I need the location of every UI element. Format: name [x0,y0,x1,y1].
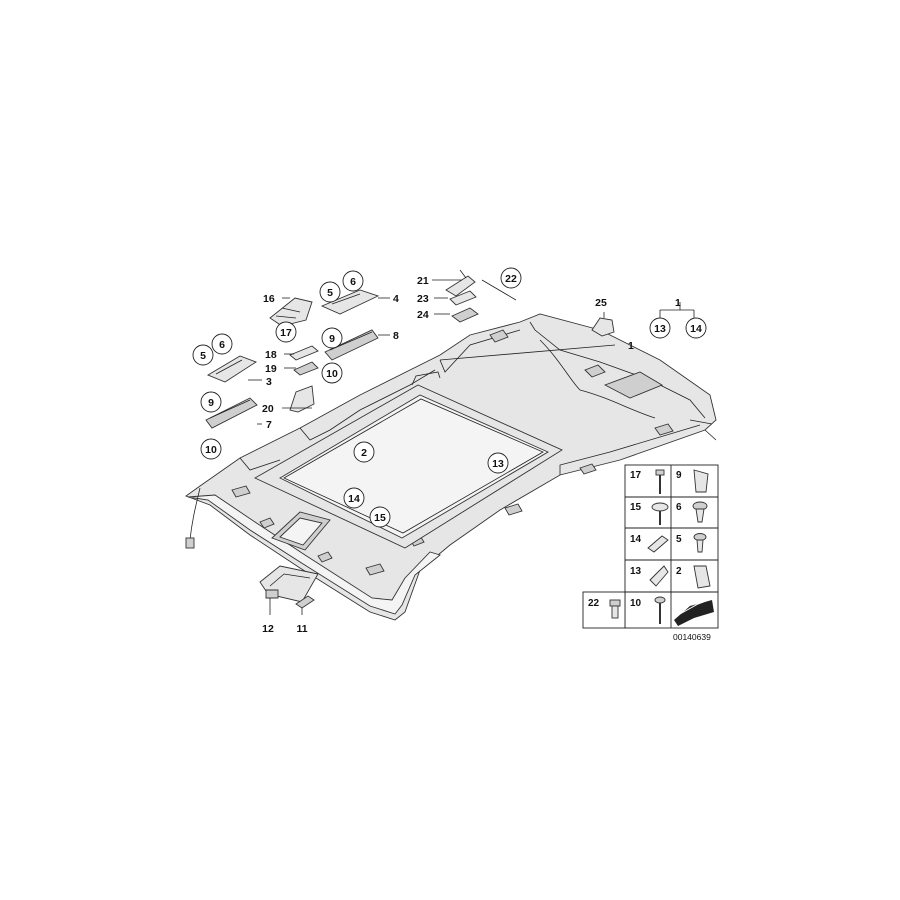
callout-3: 3 [266,376,272,388]
clip-part-25 [591,317,615,337]
callout-circle-10-b [200,438,222,460]
callout-17: 17 [280,327,292,339]
callout-14-sub: 14 [690,323,702,335]
callout-12: 12 [262,623,274,635]
push-rivet-icon [693,533,707,553]
callout-22: 22 [505,273,517,285]
callout-9-b: 9 [208,397,214,409]
cover-part-20 [289,385,315,413]
visor-bracket-part-16 [269,297,313,327]
callout-circle-15 [369,506,391,528]
callout-circle-13 [487,452,509,474]
callout-7: 7 [266,419,272,431]
legend-num-22: 22 [588,598,600,609]
callout-circle-14-top [685,317,707,339]
bracket-part-3 [206,355,257,383]
clip-icon [693,469,709,493]
nut-clip-icon [693,565,711,589]
callout-circle-13-top [649,317,671,339]
clip-strip-icon [647,535,669,553]
legend-num-17: 17 [630,470,642,481]
clip-part-11 [295,595,315,609]
legend-num-13: 13 [630,566,642,577]
callout-19: 19 [265,363,277,375]
callout-circle-6-b [211,333,233,355]
console-part-12 [259,565,319,603]
fastener-legend: 17 9 15 6 14 5 13 [582,464,719,642]
callout-5-b: 5 [200,350,206,362]
callout-circle-10-a [321,362,343,384]
legend-num-9: 9 [676,470,682,481]
callout-6-b: 6 [219,339,225,351]
clip-part-24 [451,307,479,323]
callout-23: 23 [417,293,429,305]
callout-circle-5-a [319,281,341,303]
callout-14: 14 [348,493,360,505]
callout-2: 2 [361,447,367,459]
grab-handle-part-7 [205,397,258,429]
callout-15: 15 [374,512,386,524]
callout-circle-6-a [342,270,364,292]
clip-part-21 [445,269,476,297]
callout-4: 4 [393,293,399,305]
callout-8: 8 [393,330,399,342]
grommet-icon [609,599,621,619]
self-tapping-screw-icon [654,596,666,624]
felt-pad-arrow-icon [674,597,715,626]
callout-1-top: 1 [675,297,681,309]
screw-icon [655,469,665,494]
legend-num-15: 15 [630,502,642,513]
legend-num-6: 6 [676,502,682,513]
callout-circle-9-a [321,327,343,349]
callout-circle-14 [343,487,365,509]
callout-circle-9-b [200,391,222,413]
callout-circle-22 [500,267,522,289]
legend-num-2: 2 [676,566,682,577]
doc-number: 00140639 [673,632,711,642]
callout-1-main: 1 [628,340,634,352]
callout-25: 25 [595,297,607,309]
callout-18: 18 [265,349,277,361]
callout-21: 21 [417,275,429,287]
spring-clip-icon [649,565,669,587]
headliner [185,313,717,621]
leader-lines [248,279,695,615]
callout-13: 13 [492,458,504,470]
bracket-part-4 [320,289,380,315]
callout-circle-17 [275,321,297,343]
callout-11: 11 [296,623,307,635]
washer-screw-icon [651,502,669,525]
callout-6-a: 6 [350,276,356,288]
callout-circle-5-b [192,344,214,366]
callout-10-b: 10 [205,444,217,456]
callout-16: 16 [263,293,275,305]
clip-part-19 [293,361,319,376]
legend-num-10: 10 [630,598,642,609]
callout-5-a: 5 [327,287,333,299]
callout-circle-2 [353,441,375,463]
callout-9-a: 9 [329,333,335,345]
callout-24: 24 [417,309,429,321]
legend-num-5: 5 [676,534,682,545]
callout-20: 20 [262,403,274,415]
callout-13-sub: 13 [654,323,666,335]
expanding-rivet-icon [692,501,708,523]
legend-num-14: 14 [630,534,642,545]
callout-10-a: 10 [326,368,338,380]
clip-part-23 [449,290,477,306]
clip-part-18 [289,345,319,361]
callouts: 1 13 14 1 25 22 21 23 24 5 6 4 16 17 9 8… [192,267,707,635]
